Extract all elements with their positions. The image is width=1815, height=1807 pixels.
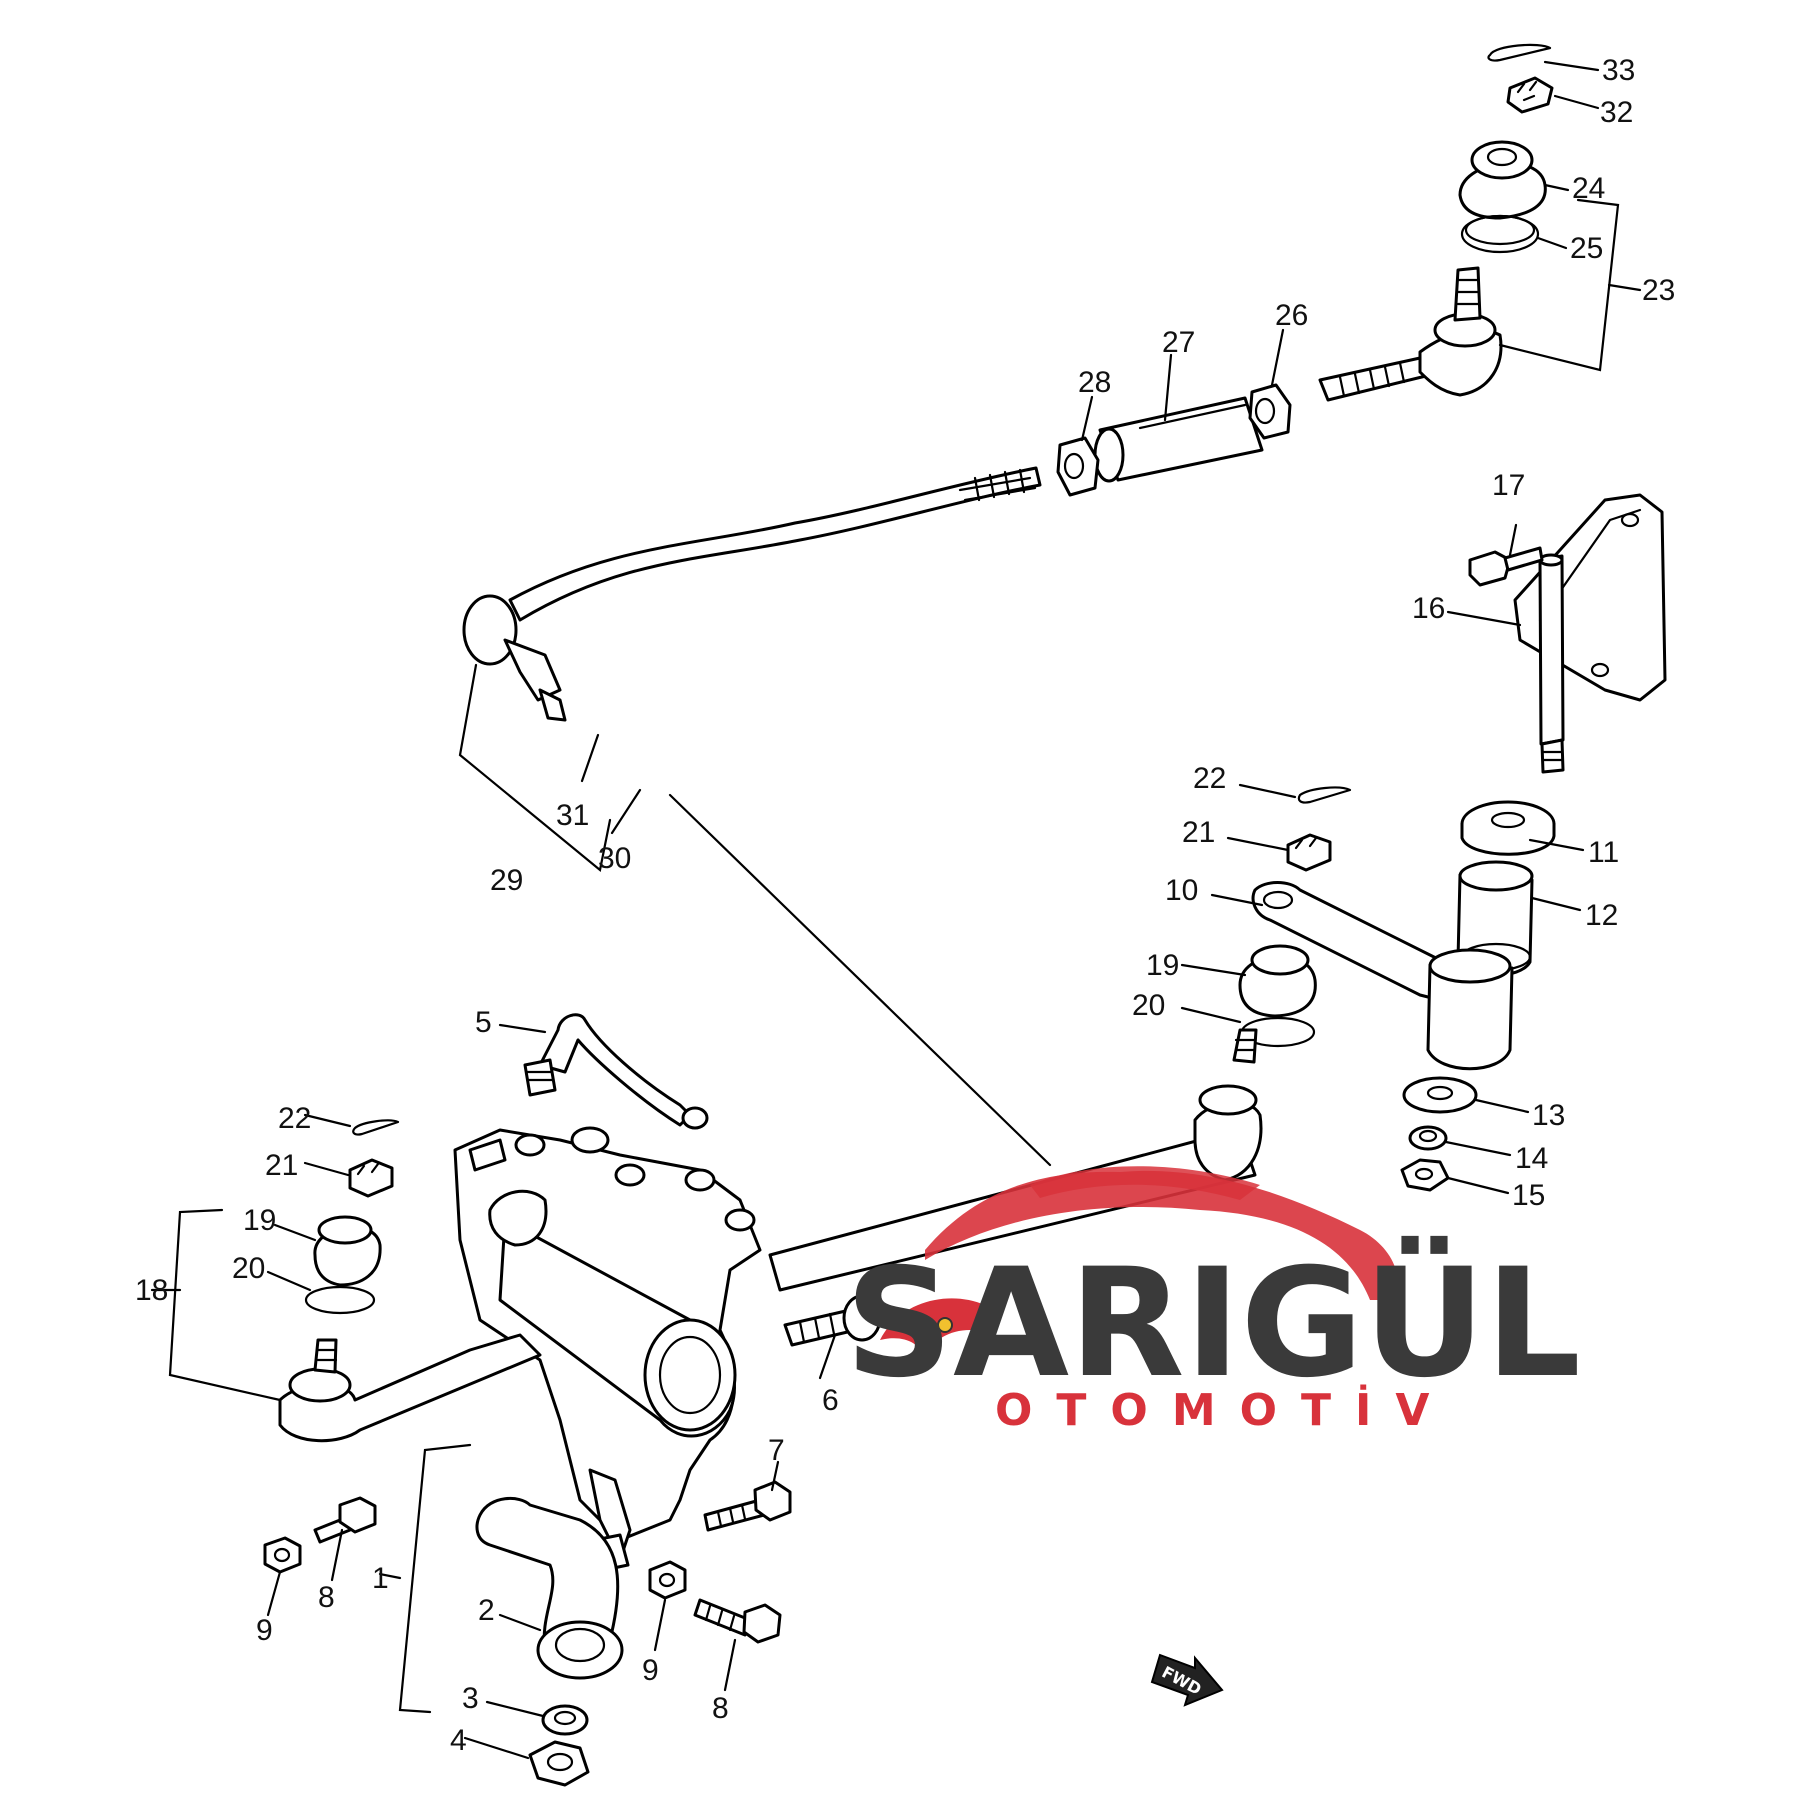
callout-12: 12 — [1585, 899, 1618, 932]
callout-28: 28 — [1078, 366, 1111, 399]
tie-rod-assembly — [462, 383, 1292, 722]
callout-22-left: 22 — [278, 1102, 311, 1135]
steering-gear-box — [453, 1126, 762, 1572]
brand-name: SARIGÜL — [845, 1235, 1581, 1411]
callout-24: 24 — [1572, 172, 1605, 205]
callout-31: 31 — [556, 799, 589, 832]
brand-watermark: SARIGÜL OTOMOTİV — [845, 1166, 1581, 1436]
callout-21-left: 21 — [265, 1149, 298, 1182]
callout-9-left: 9 — [256, 1614, 273, 1647]
callout-19-right: 19 — [1146, 949, 1179, 982]
callout-27: 27 — [1162, 326, 1195, 359]
callout-30: 30 — [598, 842, 631, 875]
idler-arm-assembly — [1238, 493, 1667, 1192]
callout-23: 23 — [1642, 274, 1675, 307]
brand-subtitle: OTOMOTİV — [995, 1383, 1453, 1436]
callout-33: 33 — [1602, 54, 1635, 87]
callout-11: 11 — [1588, 836, 1619, 869]
callout-21-right: 21 — [1182, 816, 1215, 849]
eagle-icon — [880, 1298, 992, 1360]
callout-numbers: 33 32 24 25 23 26 27 28 17 16 22 21 11 1… — [135, 54, 1675, 1757]
callout-4: 4 — [450, 1724, 467, 1757]
callout-32: 32 — [1600, 96, 1633, 129]
callout-18: 18 — [135, 1274, 168, 1307]
pitman-arm-assembly — [263, 1480, 792, 1787]
callout-26: 26 — [1275, 299, 1308, 332]
callout-22-right: 22 — [1193, 762, 1226, 795]
callout-29: 29 — [490, 864, 523, 897]
callout-9-right: 9 — [642, 1654, 659, 1687]
callout-7: 7 — [768, 1434, 785, 1467]
callout-25: 25 — [1570, 232, 1603, 265]
callout-16: 16 — [1412, 592, 1445, 625]
callout-8-left: 8 — [318, 1581, 335, 1614]
callout-19-left: 19 — [243, 1204, 276, 1237]
car-roof-icon — [1030, 1166, 1260, 1200]
callout-6: 6 — [822, 1384, 839, 1417]
tie-rod-end-right — [1318, 43, 1554, 402]
leader-lines — [150, 60, 1642, 1760]
callout-20-right: 20 — [1132, 989, 1165, 1022]
callout-15: 15 — [1512, 1179, 1545, 1212]
callout-5: 5 — [475, 1006, 492, 1039]
car-silhouette-icon — [925, 1170, 1399, 1300]
callout-1: 1 — [372, 1562, 389, 1595]
callout-8-right: 8 — [712, 1692, 729, 1725]
callout-3: 3 — [462, 1682, 479, 1715]
fwd-arrow-icon: FWD — [1150, 1653, 1224, 1707]
pipe — [523, 1013, 709, 1130]
callout-2: 2 — [478, 1594, 495, 1627]
tie-rod-end-left — [278, 1119, 542, 1443]
callout-14: 14 — [1515, 1142, 1548, 1175]
callout-10: 10 — [1165, 874, 1198, 907]
callout-20-left: 20 — [232, 1252, 265, 1285]
callout-13: 13 — [1532, 1099, 1565, 1132]
callout-17: 17 — [1492, 469, 1525, 502]
